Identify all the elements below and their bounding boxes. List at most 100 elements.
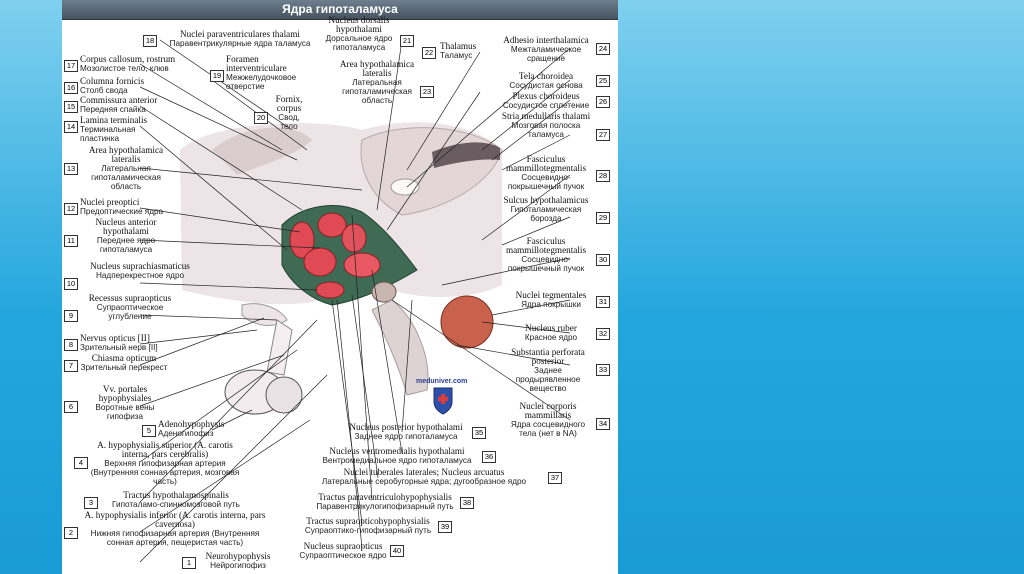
label-29: Sulcus hypothalamicus Гипоталамическая б… [498, 195, 594, 223]
label-31: Nuclei tegmentales Ядра покрышки [508, 290, 594, 309]
label-russian: Свод, тело [278, 113, 300, 131]
mammillary-body-shape [371, 281, 397, 303]
label-num-19: 19 [210, 70, 224, 82]
label-latin: Nucleus ruber [525, 323, 577, 333]
label-num-40: 40 [390, 545, 404, 557]
label-num-3: 3 [84, 497, 98, 509]
label-latin: Nucleus posterior hypothalami [349, 422, 463, 432]
label-latin: Substantia perforata posterior [511, 347, 585, 366]
label-24: Adhesio interthalamica Межталамическое с… [498, 35, 594, 63]
label-4: A. hypophysialis superior (A. carotis in… [90, 440, 240, 486]
label-russian: Мозолистое тело, клюв [80, 64, 169, 73]
label-num-4: 4 [74, 457, 88, 469]
label-russian: Супраоптическое ядро [299, 551, 387, 560]
label-russian: Сосцевидно-покрышечный пучок [507, 255, 585, 273]
label-russian: Сосудистая основа [509, 81, 583, 90]
label-37: Nuclei tuberales laterales; Nucleus arcu… [302, 467, 546, 486]
label-russian: Зрительный перекрест [80, 363, 168, 372]
label-russian: Латеральная гипоталамическая область [91, 164, 161, 191]
label-latin: Fasciculus mammillotegmentalis [505, 154, 587, 173]
nucleus-shape-6 [315, 281, 345, 299]
label-num-12: 12 [64, 203, 78, 215]
label-russian: Латеральные серобугорные ядра; дугообраз… [321, 477, 527, 486]
label-num-17: 17 [64, 60, 78, 72]
corpus-callosum-shape [212, 127, 312, 175]
label-latin: Corpus callosum, rostrum [80, 54, 176, 64]
label-russian: Аденогипофиз [158, 429, 214, 438]
label-5: Adenohypophysis Аденогипофиз [158, 419, 224, 438]
label-num-31: 31 [596, 296, 610, 308]
label-32: Nucleus ruber Красное ядро [508, 323, 594, 342]
label-40: Nucleus supraopticus Супраоптическое ядр… [296, 541, 390, 560]
label-russian: Таламус [440, 51, 473, 60]
label-num-27: 27 [596, 129, 610, 141]
label-21: Nucleus dorsalis hypothalami Дорсальное … [324, 15, 394, 52]
label-latin: Nucleus dorsalis hypothalami [328, 15, 390, 34]
label-latin: Columna fornicis [80, 76, 145, 86]
label-num-36: 36 [482, 451, 496, 463]
label-num-2: 2 [64, 527, 78, 539]
label-latin: Nucleus suprachiasmaticus [90, 261, 190, 271]
label-28: Fasciculus mammillotegmentalis Сосцевидн… [498, 154, 594, 191]
label-39: Tractus supraopticohypophysialis Супраоп… [300, 516, 436, 535]
label-russian: Заднее ядро гипоталамуса [354, 432, 458, 441]
label-russian: Терминальная пластинка [80, 125, 136, 143]
label-num-39: 39 [438, 521, 452, 533]
label-russian: Красное ядро [524, 333, 578, 342]
label-russian: Супраоптическое углубление [96, 303, 164, 321]
label-russian: Заднее продырявленное вещество [515, 366, 581, 393]
nucleus-shape-5 [343, 252, 381, 278]
label-3: Tractus hypothalamospinalis Гипоталамо-с… [100, 490, 252, 509]
label-latin: Commissura anterior [80, 95, 158, 105]
label-num-8: 8 [64, 339, 78, 351]
label-russian: Латеральная гипоталамическая область [342, 78, 412, 105]
label-russian: Паравентрикулярные ядра таламуса [169, 39, 311, 48]
label-russian: Гипоталамическая борозда [510, 205, 582, 223]
label-latin: Nuclei paraventriculares thalami [180, 29, 300, 39]
atlas-page: Ядра гипоталамуса [62, 0, 618, 574]
label-russian: Гипоталамо-спинномозговой путь [112, 500, 240, 509]
label-num-33: 33 [596, 364, 610, 376]
label-num-10: 10 [64, 278, 78, 290]
label-23: Area hypothalamica lateralis Латеральная… [332, 59, 422, 105]
label-latin: Tractus hypothalamospinalis [123, 490, 229, 500]
watermark-text: meduniver.com [416, 378, 468, 385]
label-num-30: 30 [596, 254, 610, 266]
label-num-35: 35 [472, 427, 486, 439]
label-11: Nucleus anterior hypothalami Переднее яд… [80, 217, 172, 254]
label-russian: Сосцевидно-покрышечный пучок [507, 173, 585, 191]
nucleus-ruber-shape [440, 295, 494, 349]
label-18: Nuclei paraventriculares thalami Паравен… [160, 29, 320, 48]
label-latin: Thalamus [440, 41, 477, 51]
label-17: Corpus callosum, rostrum Мозолистое тело… [80, 54, 176, 73]
label-num-11: 11 [64, 235, 78, 247]
neurohypophysis-shape [265, 376, 303, 414]
label-latin: Nervus opticus [II] [80, 333, 150, 343]
label-num-15: 15 [64, 101, 78, 113]
label-num-28: 28 [596, 170, 610, 182]
label-33: Substantia perforata posterior Заднее пр… [502, 347, 594, 393]
label-latin: Neurohypophysis [205, 551, 271, 561]
label-num-1: 1 [182, 557, 196, 569]
label-latin: Fasciculus mammillotegmentalis [505, 236, 587, 255]
label-latin: Stria medullaris thalami [501, 111, 591, 121]
label-num-29: 29 [596, 212, 610, 224]
label-russian: Надперекрестное ядро [95, 271, 185, 280]
label-russian: Передняя спайка [80, 105, 146, 114]
label-latin: Nuclei corporis mammillaris [519, 401, 577, 420]
label-13: Area hypothalamica lateralis Латеральная… [80, 145, 172, 191]
label-34: Nuclei corporis mammillaris Ядра сосцеви… [502, 401, 594, 438]
label-latin: Chiasma opticum [91, 353, 157, 363]
label-russian: Столб свода [80, 86, 128, 95]
label-26: Plexus choroideus Сосудистое сплетение [498, 91, 594, 110]
label-num-25: 25 [596, 75, 610, 87]
label-russian: Супраоптико-гипофизарный путь [304, 526, 432, 535]
title-bar: Ядра гипоталамуса [62, 0, 618, 20]
label-2: A. hypophysialis inferior (A. carotis in… [80, 510, 270, 547]
infundibulum-shape [266, 319, 293, 376]
label-num-6: 6 [64, 401, 78, 413]
label-22: Thalamus Таламус [440, 41, 477, 60]
label-8: Nervus opticus [II] Зрительный нерв [II] [80, 333, 158, 352]
label-latin: Foramen interventriculare [226, 54, 287, 73]
